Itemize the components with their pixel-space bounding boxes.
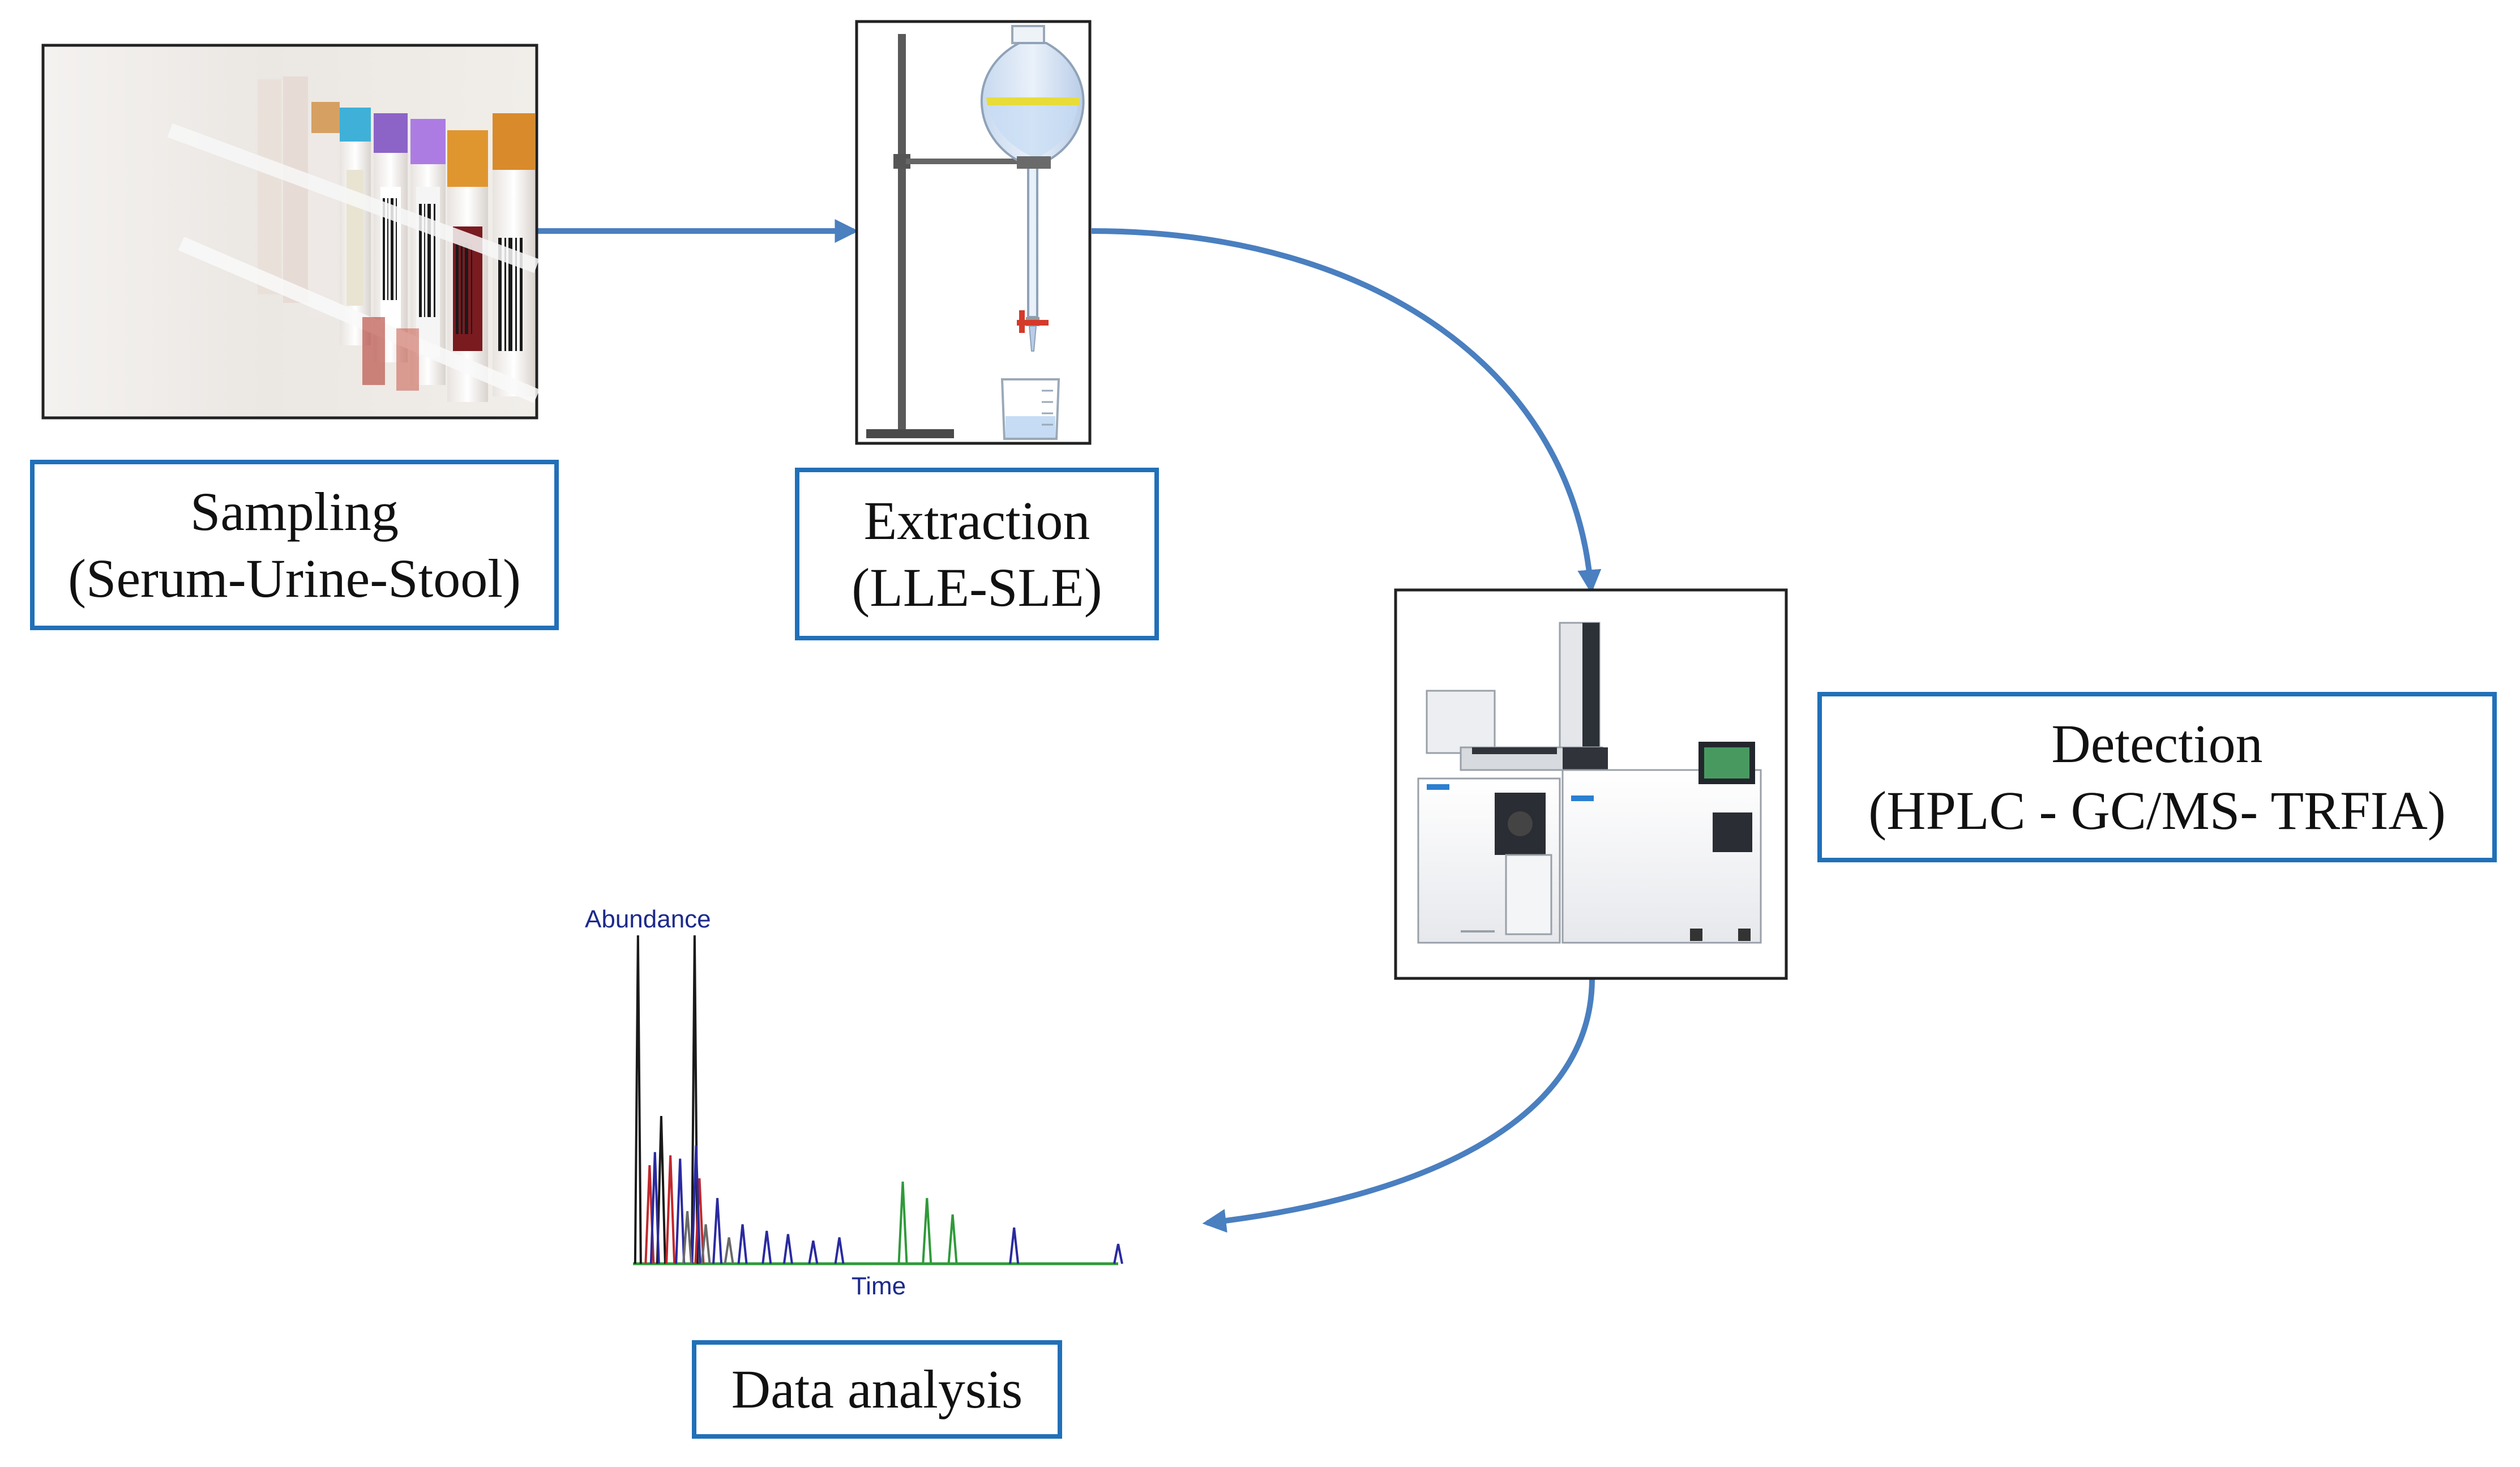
chromatogram-plot: Abundance Time [585, 905, 1123, 1300]
chromatogram-peak [665, 1155, 676, 1264]
chromatogram-peak [691, 1145, 701, 1264]
data-analysis-label-box: Data analysis [692, 1340, 1062, 1439]
detection-title: Detection [2051, 713, 2263, 775]
chromatogram-peak [808, 1241, 819, 1264]
flow-arrows [538, 219, 1602, 1233]
chart-xlabel: Time [852, 1272, 906, 1300]
sampling-subtitle: (Serum-Urine-Stool) [68, 548, 521, 609]
arrow-detection-to-analysis [1202, 978, 1595, 1233]
chromatogram-peak [649, 1152, 660, 1264]
chromatogram-peak [922, 1197, 932, 1264]
chromatogram-peak [897, 1181, 908, 1264]
detection-image [1394, 588, 1788, 980]
chromatogram-peak [1009, 1227, 1020, 1264]
chromatogram-peak [675, 1158, 686, 1264]
chromatogram-peak [761, 1230, 772, 1264]
chromatogram-peak [834, 1237, 845, 1264]
data-analysis-title: Data analysis [731, 1359, 1023, 1420]
detection-subtitle: (HPLC - GC/MS- TRFIA) [1868, 780, 2446, 841]
chromatogram-peak [656, 1115, 666, 1264]
extraction-label-box: Extraction (LLE-SLE) [795, 468, 1159, 640]
chromatogram-peak [1113, 1243, 1123, 1264]
arrow-extraction-to-detection [1091, 228, 1602, 594]
detection-label-box: Detection (HPLC - GC/MS- TRFIA) [1817, 692, 2497, 862]
chromatogram-peak [634, 935, 642, 1264]
chromatogram-peak [700, 1224, 711, 1264]
chromatogram-peak [947, 1214, 958, 1264]
chromatogram-peak [694, 1178, 705, 1264]
extraction-title: Extraction [863, 490, 1090, 551]
chart-ylabel: Abundance [585, 905, 711, 933]
sampling-label-box: Sampling (Serum-Urine-Stool) [30, 460, 559, 630]
chromatogram-peak [737, 1224, 748, 1264]
extraction-subtitle: (LLE-SLE) [852, 557, 1102, 618]
chromatogram-peak [724, 1237, 734, 1264]
chromatogram-peak [682, 1211, 693, 1264]
chromatogram-peak [712, 1197, 723, 1264]
sampling-title: Sampling [190, 481, 399, 542]
chromatogram-peak [782, 1234, 793, 1264]
extraction-image [855, 20, 1092, 445]
sampling-image [41, 44, 540, 420]
